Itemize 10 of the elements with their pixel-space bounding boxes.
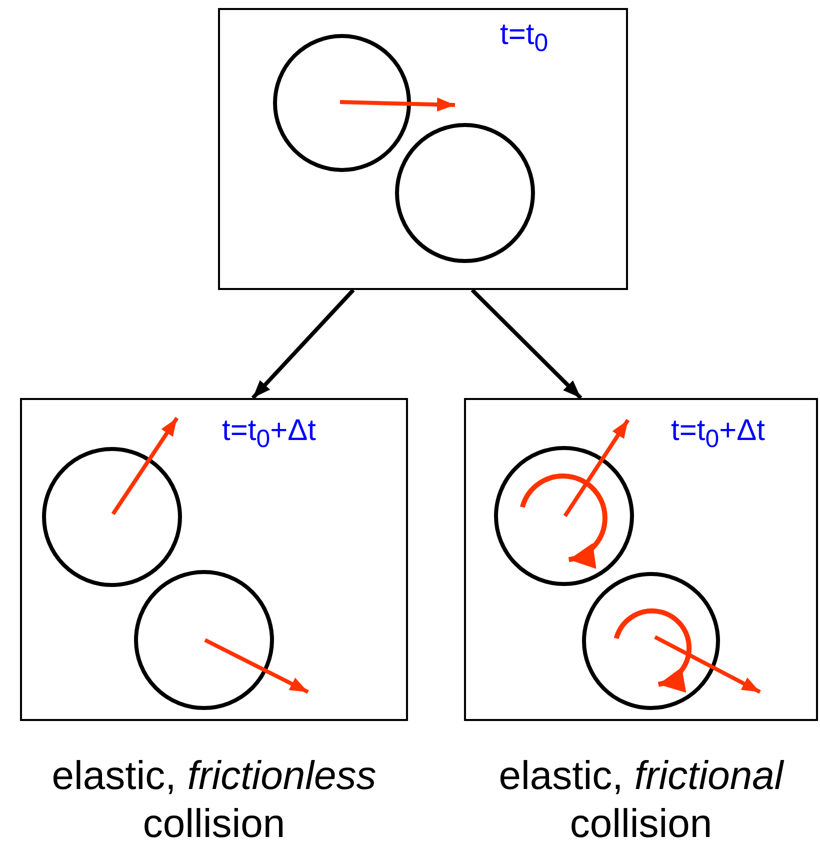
caption-text: elastic, frictionless collision: [50, 753, 378, 848]
snapshot-panel: [20, 398, 408, 721]
time-label: t=t$_{0}$: [500, 18, 548, 58]
arrow: [470, 288, 582, 400]
snapshot-panel: [218, 8, 628, 290]
caption-text: elastic, frictional collision: [498, 753, 786, 848]
snapshot-panel: [464, 398, 818, 721]
time-label: t=t$_{0}$+Δt: [222, 414, 316, 454]
arrow: [251, 288, 355, 400]
time-label: t=t$_{0}$+Δt: [671, 414, 766, 454]
